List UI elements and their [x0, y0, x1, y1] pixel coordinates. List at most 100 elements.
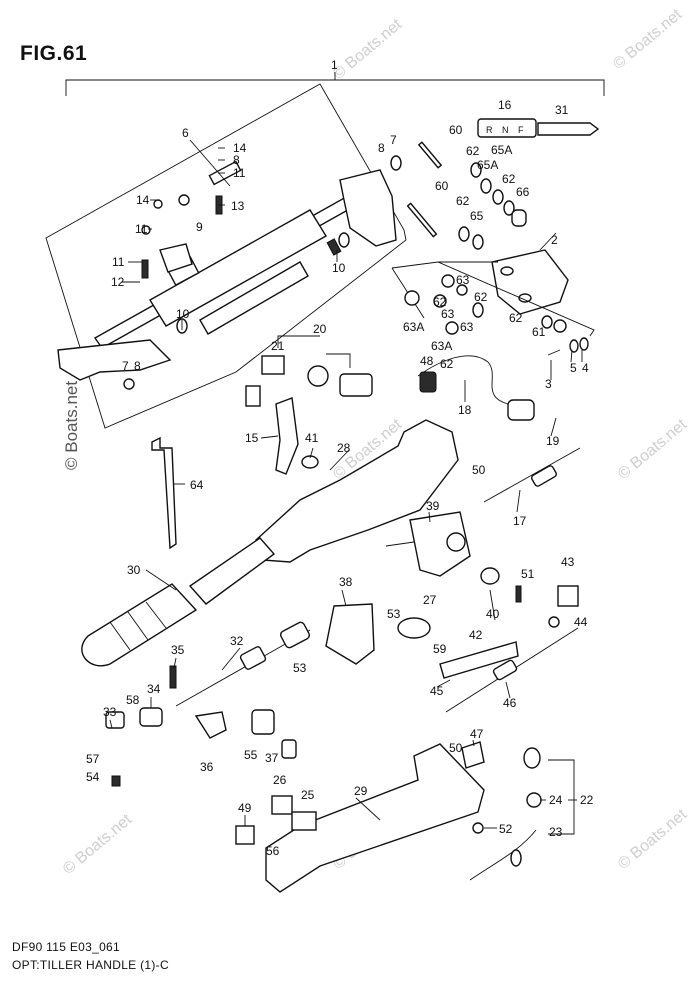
callout-34: 34: [147, 682, 161, 696]
callout-7: 7: [390, 133, 397, 147]
shift-r-label: R: [486, 125, 493, 135]
callout-64: 64: [190, 478, 204, 492]
callout-63: 63: [441, 307, 455, 321]
callout-8: 8: [378, 141, 385, 155]
callout-61: 61: [532, 325, 546, 339]
callout-28: 28: [337, 441, 351, 455]
callout-20: 20: [313, 322, 327, 336]
callout-51: 51: [521, 567, 535, 581]
callout-44: 44: [574, 615, 588, 629]
callout-35: 35: [171, 643, 185, 657]
callout-31: 31: [555, 103, 569, 117]
callout-14: 14: [233, 141, 247, 155]
callout-62: 62: [433, 295, 447, 309]
callout-62: 62: [466, 144, 480, 158]
callout-63A: 63A: [403, 320, 424, 334]
callout-48: 48: [420, 354, 434, 368]
callout-45: 45: [430, 684, 444, 698]
assembly-bracket: [65, 72, 605, 96]
callout-40: 40: [486, 607, 500, 621]
callout-46: 46: [503, 696, 517, 710]
callout-63A: 63A: [431, 339, 452, 353]
callout-27: 27: [423, 593, 437, 607]
callout-60: 60: [449, 123, 463, 137]
mounting-bracket: [391, 141, 595, 356]
callout-54: 54: [86, 770, 100, 784]
part-callouts: 1 2 3 4 5 6 7 7 8 8 8 9 10 10 11 11 11 1…: [86, 58, 594, 858]
callout-56: 56: [266, 844, 280, 858]
callout-58: 58: [126, 693, 140, 707]
callout-14: 14: [136, 193, 150, 207]
callout-22: 22: [580, 793, 594, 807]
callout-19: 19: [546, 434, 560, 448]
callout-62: 62: [502, 172, 516, 186]
callout-57: 57: [86, 752, 100, 766]
callout-16: 16: [498, 98, 512, 112]
callout-42: 42: [469, 628, 483, 642]
callout-52: 52: [499, 822, 513, 836]
tiller-handle: [188, 355, 535, 605]
callout-41: 41: [305, 431, 319, 445]
callout-33: 33: [103, 705, 117, 719]
callout-43: 43: [561, 555, 575, 569]
callout-24: 24: [549, 793, 563, 807]
callout-62: 62: [440, 357, 454, 371]
callout-50: 50: [449, 741, 463, 755]
callout-32: 32: [230, 634, 244, 648]
shift-f-label: F: [518, 125, 524, 135]
callout-49: 49: [238, 801, 252, 815]
callout-63: 63: [456, 273, 470, 287]
callout-62: 62: [474, 290, 488, 304]
callout-18: 18: [458, 403, 472, 417]
callout-8: 8: [134, 359, 141, 373]
callout-9: 9: [196, 220, 203, 234]
callout-17: 17: [513, 514, 527, 528]
callout-63: 63: [460, 320, 474, 334]
callout-7: 7: [122, 359, 129, 373]
callout-59: 59: [433, 642, 447, 656]
callout-65A: 65A: [491, 143, 512, 157]
callout-10: 10: [332, 261, 346, 275]
handle-grip: [81, 583, 198, 667]
callout-4: 4: [582, 361, 589, 375]
callout-8: 8: [233, 153, 240, 167]
key-switch-group: [245, 335, 373, 475]
callout-11: 11: [135, 222, 148, 236]
callout-6: 6: [182, 126, 189, 140]
callout-10: 10: [176, 307, 190, 321]
callout-39: 39: [426, 499, 440, 513]
callout-11: 11: [233, 166, 246, 180]
shift-indicator: R N F: [477, 118, 600, 138]
callout-60: 60: [435, 179, 449, 193]
throttle-shaft-assembly: [57, 155, 402, 390]
callout-12: 12: [111, 275, 125, 289]
callout-53: 53: [293, 661, 307, 675]
callout-1: 1: [331, 58, 338, 72]
callout-37: 37: [265, 751, 279, 765]
callout-62: 62: [509, 311, 523, 325]
callout-55: 55: [244, 748, 258, 762]
callout-53: 53: [387, 607, 401, 621]
figure-title: FIG.61: [20, 42, 88, 65]
shift-n-label: N: [502, 125, 509, 135]
callout-62: 62: [456, 194, 470, 208]
callout-30: 30: [127, 563, 141, 577]
callout-26: 26: [273, 773, 287, 787]
callout-5: 5: [570, 361, 577, 375]
callout-38: 38: [339, 575, 353, 589]
callout-11: 11: [112, 255, 125, 269]
callout-65: 65: [470, 209, 484, 223]
diagram-caption: OPT:TILLER HANDLE (1)-C: [12, 958, 169, 972]
callout-65A: 65A: [477, 158, 498, 172]
callout-21: 21: [271, 339, 285, 353]
shaft-assembly-frame: [45, 83, 407, 429]
callout-66: 66: [516, 185, 530, 199]
leader-lines: [109, 139, 583, 829]
callout-29: 29: [354, 784, 368, 798]
diagram-code: DF90 115 E03_061: [12, 940, 120, 954]
throttle-cable: [105, 621, 311, 787]
callout-15: 15: [245, 431, 259, 445]
shift-linkage: [325, 447, 581, 713]
